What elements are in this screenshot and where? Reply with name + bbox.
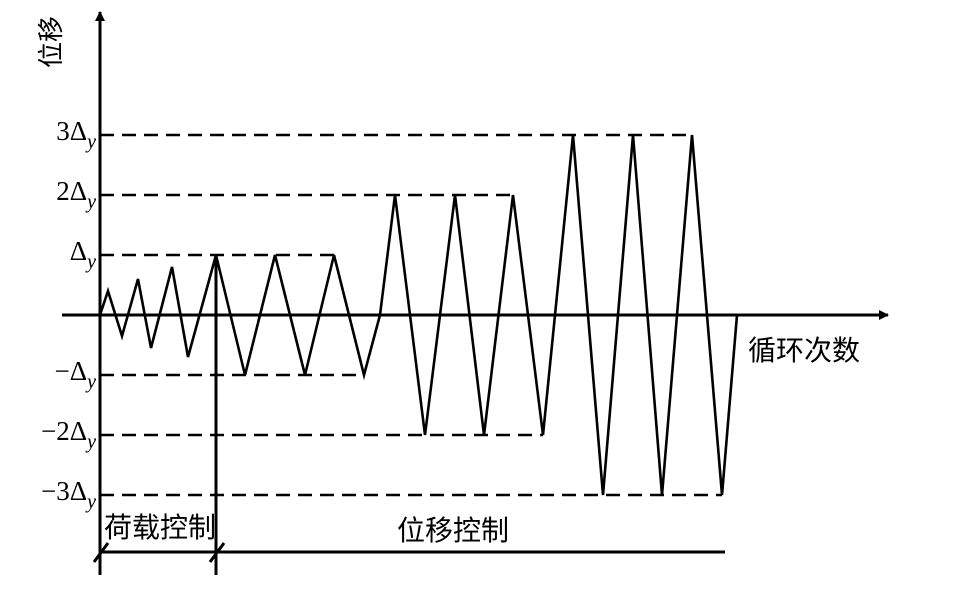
displacement-control-label: 位移控制 (397, 515, 509, 547)
level-label: Δy (70, 236, 96, 273)
x-axis-label: 循环次数 (748, 335, 860, 367)
phase-tick (92, 542, 110, 563)
level-label: −2Δy (41, 416, 96, 453)
level-label: 2Δy (56, 176, 96, 213)
level-label: −Δy (55, 356, 97, 393)
load-control-label: 荷载控制 (104, 512, 216, 544)
y-axis-label: 位移 (37, 16, 66, 68)
level-label: −3Δy (41, 476, 96, 513)
level-label: 3Δy (56, 116, 96, 153)
phase-tick (208, 542, 226, 563)
load-waveform (98, 134, 739, 496)
